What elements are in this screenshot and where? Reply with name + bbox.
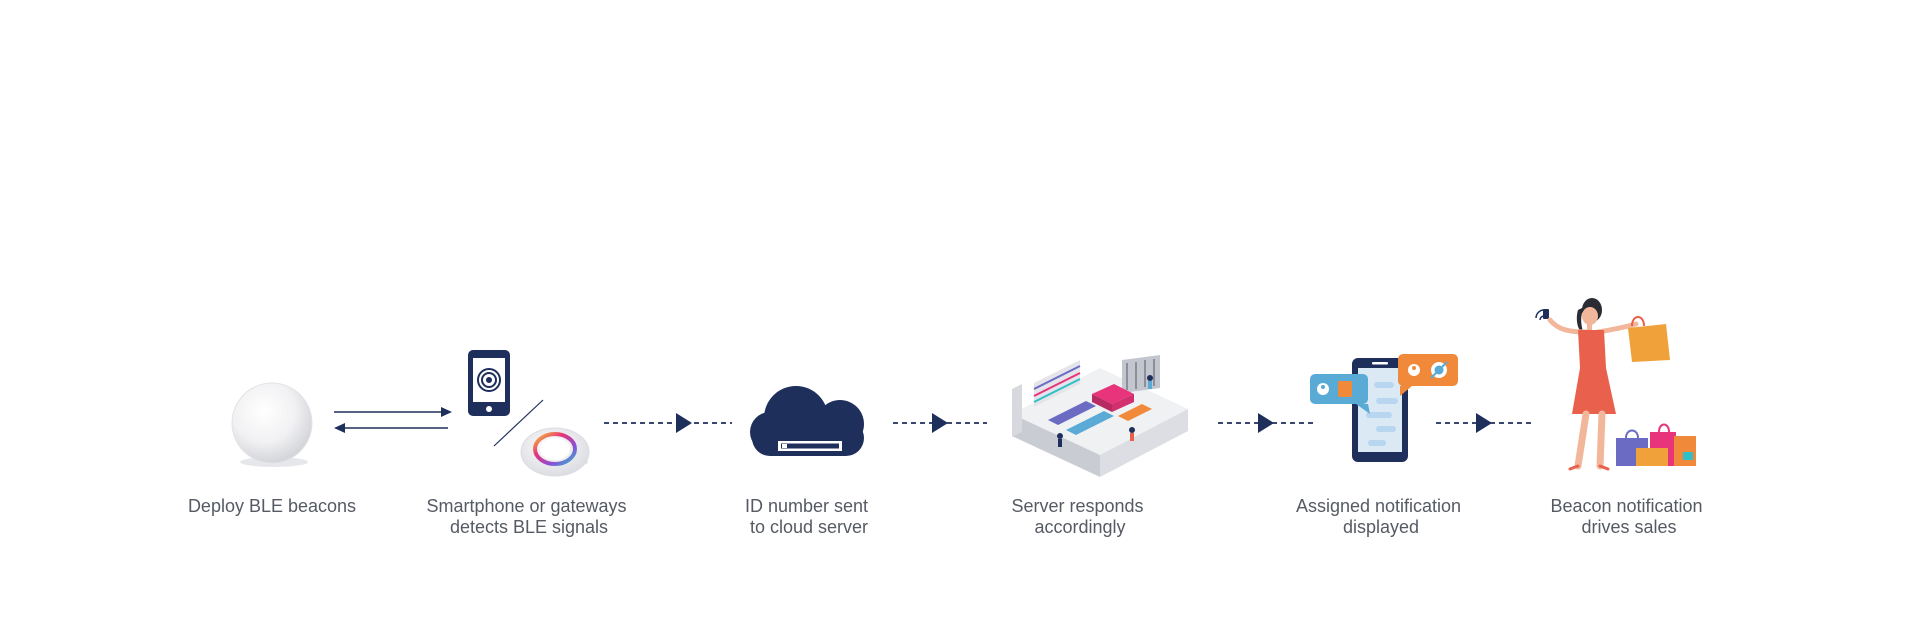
step-label-1: Deploy BLE beacons (188, 496, 356, 516)
phone-notification-icon (1310, 354, 1458, 462)
step-label-6: Beacon notification drives sales (1550, 496, 1707, 537)
connector-arrow (893, 413, 987, 433)
step-label-4: Server responds accordingly (1011, 496, 1148, 537)
store-server-icon (1012, 355, 1188, 477)
step-label-5: Assigned notification displayed (1296, 496, 1466, 537)
connector-arrow (1436, 413, 1532, 433)
shopper-icon (1535, 298, 1696, 471)
cloud-server-icon (750, 386, 864, 456)
beacon-icon (231, 382, 313, 467)
step-label-2: Smartphone or gateways detects BLE signa… (426, 496, 631, 537)
smartphone-gateway-icon (468, 350, 590, 477)
connector-arrow (1218, 413, 1314, 433)
connector-arrow (604, 413, 732, 433)
bidirectional-arrows-icon (334, 407, 452, 433)
step-label-3: ID number sent to cloud server (745, 496, 873, 537)
